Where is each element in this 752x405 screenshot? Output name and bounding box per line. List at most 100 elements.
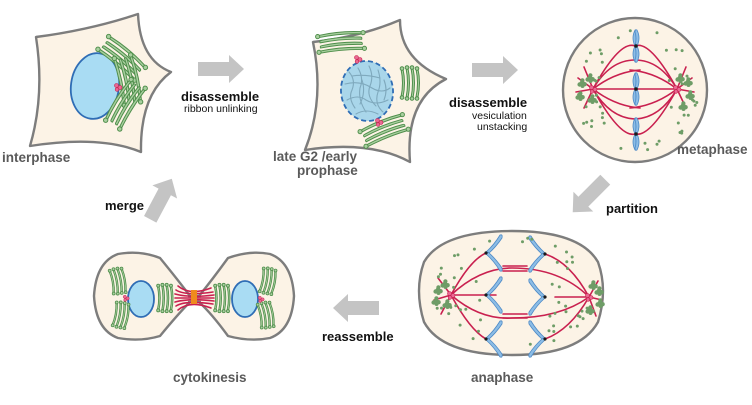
golgi-vesicle — [488, 239, 492, 243]
golgi-vesicle — [550, 282, 554, 286]
golgi-vesicle — [578, 315, 582, 319]
step-label: partition — [606, 201, 658, 216]
golgi-vesicle — [602, 121, 606, 125]
golgi-vesicle — [680, 129, 684, 133]
golgi-vesicle — [588, 51, 592, 55]
golgi-vesicle — [682, 113, 686, 117]
golgi-vesicle — [552, 324, 556, 328]
golgi-vesicle — [664, 48, 668, 52]
golgi-vesicle — [594, 93, 598, 97]
golgi-vesicle — [571, 260, 574, 264]
golgi-vesicle — [600, 116, 604, 120]
nucleus — [231, 280, 259, 318]
nucleus — [127, 280, 155, 318]
golgi-vesicle — [667, 79, 671, 82]
stage-label-anaphase: anaphase — [471, 370, 534, 385]
golgi-vesicle — [440, 306, 443, 310]
golgi-vesicle — [590, 119, 594, 123]
golgi-vesicle — [580, 309, 584, 313]
golgi-vesicle — [585, 120, 589, 124]
golgi-vesicle — [616, 36, 620, 40]
arrow-left-icon — [333, 294, 379, 322]
golgi-vesicle — [474, 280, 478, 283]
golgi-vesicle — [646, 148, 650, 152]
golgi-vesicle — [447, 312, 451, 316]
golgi-vesicle — [454, 304, 458, 308]
golgi-vesicle — [581, 317, 585, 321]
golgi-vesicles — [577, 29, 699, 152]
golgi-vesicle — [680, 49, 684, 53]
golgi-vesicle — [598, 105, 602, 109]
golgi-vesicle — [453, 254, 456, 258]
golgi-vesicle — [584, 105, 588, 109]
golgi-vesicle — [601, 111, 605, 115]
golgi-vesicle — [564, 304, 568, 308]
golgi-vesicle — [577, 93, 581, 97]
step-label: disassemble — [181, 89, 259, 104]
golgi-vesicle — [435, 306, 439, 310]
stage-label-cytokinesis: cytokinesis — [173, 370, 247, 385]
midbody — [191, 290, 197, 304]
golgi-vesicle — [686, 113, 690, 117]
arrow-up-icon — [137, 172, 185, 226]
golgi-vesicle — [452, 276, 456, 280]
golgi-vesicle — [547, 329, 551, 333]
golgi-vesicle — [593, 78, 597, 82]
metaphase-cell: metaphase — [561, 16, 748, 164]
golgi-vesicle — [548, 314, 552, 318]
golgi-vesicle — [439, 272, 442, 276]
golgi-vesicle — [657, 139, 661, 143]
golgi-vesicle — [676, 121, 680, 125]
golgi-vesicle — [449, 305, 453, 309]
golgi-vesicle — [452, 285, 456, 289]
golgi-vesicle — [526, 236, 530, 240]
transition-merge: merge — [105, 172, 185, 226]
golgi-vesicle — [565, 250, 568, 254]
cell-membrane — [417, 229, 605, 357]
golgi-vesicle — [436, 275, 440, 279]
golgi-vesicle — [528, 342, 532, 346]
prophase-cell: late G2 /early prophase — [273, 18, 448, 178]
golgi-vesicle — [669, 105, 673, 109]
golgi-vesicles — [435, 236, 589, 346]
arrow-right-icon — [472, 56, 518, 84]
golgi-vesicle — [566, 267, 569, 270]
golgi-vesicle — [557, 285, 561, 289]
golgi-vesicle — [590, 125, 593, 128]
golgi-vesicle — [459, 266, 463, 270]
golgi-vesicle — [443, 304, 447, 308]
golgi-vesicle — [628, 29, 632, 33]
golgi-vesicle — [555, 260, 559, 264]
golgi-vesicle — [643, 141, 647, 145]
transition-partition: partition — [562, 169, 658, 223]
golgi-vesicle — [655, 31, 659, 35]
golgi-vesicle — [599, 52, 603, 56]
golgi-vesicle — [680, 82, 684, 86]
anaphase-chromatids — [484, 234, 547, 358]
golgi-vesicle — [685, 74, 689, 78]
metaphase-chromosomes — [632, 29, 640, 151]
golgi-vesicle — [584, 59, 588, 63]
golgi-vesicle — [458, 308, 462, 312]
stage-label-prophase-line2: prophase — [297, 163, 358, 178]
golgi-vesicle — [464, 307, 468, 311]
stage-label-interphase: interphase — [2, 150, 71, 165]
arrow-right-icon — [198, 55, 244, 83]
golgi-vesicle — [553, 244, 557, 248]
golgi-vesicle — [552, 339, 556, 343]
step-sublabel: ribbon unlinking — [184, 103, 258, 115]
step-label: disassemble — [449, 95, 527, 110]
step-sublabel: vesiculation — [472, 110, 527, 122]
step-label: merge — [105, 198, 144, 213]
golgi-vesicle — [552, 330, 556, 333]
cytokinesis-cell: cytokinesis — [92, 251, 296, 385]
golgi-vesicle — [478, 298, 482, 302]
golgi-vesicle — [565, 260, 569, 264]
stage-label-metaphase: metaphase — [677, 142, 748, 157]
step-sublabel: unstacking — [477, 121, 527, 133]
interphase-cell: interphase — [2, 12, 173, 165]
golgi-vesicle — [570, 255, 574, 259]
golgi-vesicle — [557, 300, 561, 304]
golgi-vesicle — [472, 247, 476, 251]
